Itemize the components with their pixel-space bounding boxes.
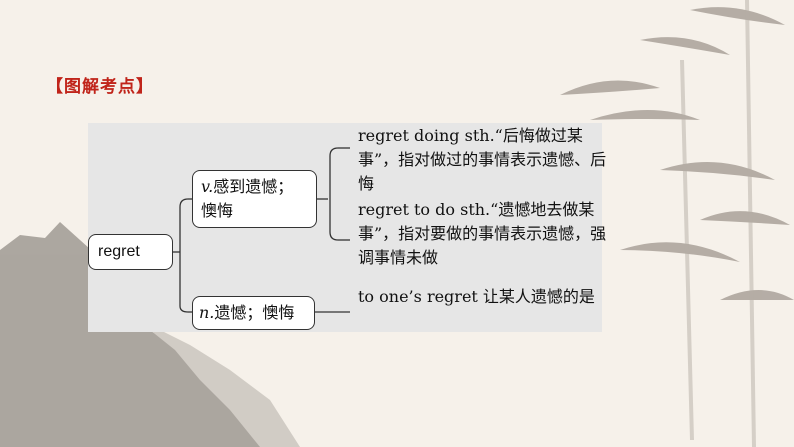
root-word: regret bbox=[98, 243, 140, 260]
noun-meaning-node: n.遗憾；懊悔 bbox=[192, 296, 315, 330]
verb-meaning: 感到遗憾； bbox=[213, 177, 294, 196]
part-of-speech-noun: n. bbox=[199, 303, 215, 322]
verb-meaning-node: v.感到遗憾； 懊悔 bbox=[192, 170, 317, 228]
mountain-illustration bbox=[0, 222, 300, 447]
part-of-speech-verb: v. bbox=[201, 177, 214, 196]
branch-bracket bbox=[179, 198, 189, 313]
bamboo-illustration bbox=[560, 0, 794, 447]
usage-regret-to-do: regret to do sth.“遗憾地去做某事”，指对要做的事情表示遗憾，强… bbox=[358, 200, 607, 267]
usage-regret-doing: regret doing sth.“后悔做过某事”，指对做过的事情表示遗憾、后悔 bbox=[358, 126, 607, 193]
usage-bracket bbox=[329, 147, 339, 241]
verb-meaning-line2: 懊悔 bbox=[201, 201, 234, 220]
diagram-panel bbox=[88, 123, 602, 332]
root-word-node: regret bbox=[88, 234, 173, 270]
noun-meaning: 遗憾；懊悔 bbox=[214, 303, 295, 322]
section-heading: 【图解考点】 bbox=[46, 77, 154, 97]
usage-to-ones-regret: to one’s regret 让某人遗憾的是 bbox=[358, 287, 595, 306]
